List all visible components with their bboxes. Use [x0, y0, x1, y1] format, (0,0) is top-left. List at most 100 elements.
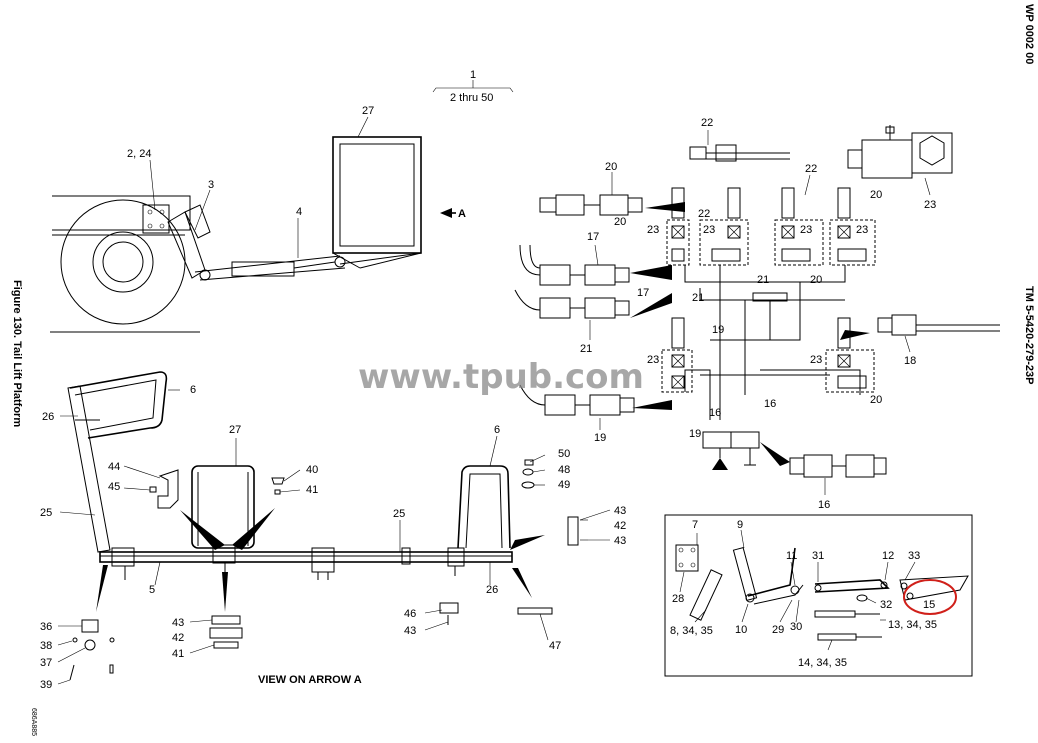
callout: 40 [306, 464, 318, 476]
bracket-part-44 [157, 469, 179, 509]
view-label: VIEW ON ARROW A [258, 674, 362, 686]
callout: 5 [149, 584, 155, 596]
valve-block [661, 317, 693, 393]
valve-block [774, 187, 824, 266]
callout: 43 [614, 535, 626, 547]
callout: 2 thru 50 [450, 92, 493, 104]
callout: 23 [800, 224, 812, 236]
callout: 22 [805, 163, 817, 175]
callout: 49 [558, 479, 570, 491]
callout: 26 [486, 584, 498, 596]
hydraulic-schematic [514, 125, 1000, 495]
callout: 6 [190, 384, 196, 396]
callout: 43 [404, 625, 416, 637]
callout: 23 [810, 354, 822, 366]
hose-assembly [539, 194, 643, 216]
callout: 27 [362, 105, 374, 117]
callout: 25 [393, 508, 405, 520]
callout: 27 [229, 424, 241, 436]
callout: 22 [698, 208, 710, 220]
watermark: www.tpub.com [358, 357, 644, 397]
callout: 4 [296, 206, 302, 218]
callout: 39 [40, 679, 52, 691]
hose-assembly [519, 244, 630, 286]
callout: 36 [40, 621, 52, 633]
hose-assembly [514, 289, 630, 319]
callout: 20 [605, 161, 617, 173]
callout: 48 [558, 464, 570, 476]
hose-assembly [789, 454, 887, 478]
callout: 10 [735, 624, 747, 636]
callout: 2, 24 [127, 148, 151, 160]
callout: 13, 34, 35 [888, 619, 937, 631]
callout: 32 [880, 599, 892, 611]
callout: 7 [692, 519, 698, 531]
hose-assembly [689, 144, 790, 162]
callout: 17 [637, 287, 649, 299]
callout: 20 [614, 216, 626, 228]
hose-assembly [519, 384, 635, 416]
arrow-a-label: A [458, 208, 466, 220]
callout: 16 [709, 407, 721, 419]
callout: 23 [647, 224, 659, 236]
callout: 20 [870, 394, 882, 406]
callout: 11 [786, 550, 797, 562]
callout: 12 [882, 550, 894, 562]
callout: 50 [558, 448, 570, 460]
callout: 22 [701, 117, 713, 129]
hose-assembly [877, 314, 1000, 336]
callout: 25 [40, 507, 52, 519]
callout: 44 [108, 461, 120, 473]
callout: 21 [692, 292, 704, 304]
callout: 21 [580, 343, 592, 355]
callout: 28 [672, 593, 684, 605]
callout: 3 [208, 179, 214, 191]
callout: 37 [40, 657, 52, 669]
callout: 29 [772, 624, 784, 636]
callout: 1 [470, 69, 476, 81]
callout: 16 [818, 499, 830, 511]
valve-block [825, 317, 875, 393]
callout: 23 [647, 354, 659, 366]
pump-motor [847, 125, 953, 179]
callout: 43 [614, 505, 626, 517]
view-on-arrow-a [57, 371, 611, 685]
callout: 9 [737, 519, 743, 531]
callout: 16 [764, 398, 776, 410]
callout: 45 [108, 481, 120, 493]
callout: 43 [172, 617, 184, 629]
callout: 19 [689, 428, 701, 440]
callout: 23 [703, 224, 715, 236]
highlight-circle [903, 579, 957, 615]
callout: 21 [757, 274, 769, 286]
callout: 33 [908, 550, 920, 562]
valve-block [699, 187, 749, 266]
vehicle-side-view [50, 80, 514, 333]
callout: 8, 34, 35 [670, 625, 713, 637]
art-id: 686A885 [30, 708, 37, 736]
callout: 30 [790, 621, 802, 633]
callout: 31 [812, 550, 824, 562]
callout: 23 [856, 224, 868, 236]
callout: 26 [42, 411, 54, 423]
detail-box [664, 514, 973, 677]
callout: 38 [40, 640, 52, 652]
figure-title: Figure 130. Tail Lift Platform [11, 280, 23, 427]
callout: 17 [587, 231, 599, 243]
callout: 6 [494, 424, 500, 436]
callout: 46 [404, 608, 416, 620]
valve-block [666, 187, 690, 266]
callout: 42 [172, 632, 184, 644]
callout: 19 [712, 324, 724, 336]
callout: 23 [924, 199, 936, 211]
valve-block [829, 187, 876, 266]
callout: 15 [923, 599, 935, 611]
callout: 42 [614, 520, 626, 532]
wp-number: WP 0002 00 [1023, 4, 1035, 64]
callout: 14, 34, 35 [798, 657, 847, 669]
callout: 41 [172, 648, 184, 660]
callout: 47 [549, 640, 561, 652]
callout: 20 [870, 189, 882, 201]
tm-number: TM 5-5420-279-23P [1023, 286, 1035, 384]
